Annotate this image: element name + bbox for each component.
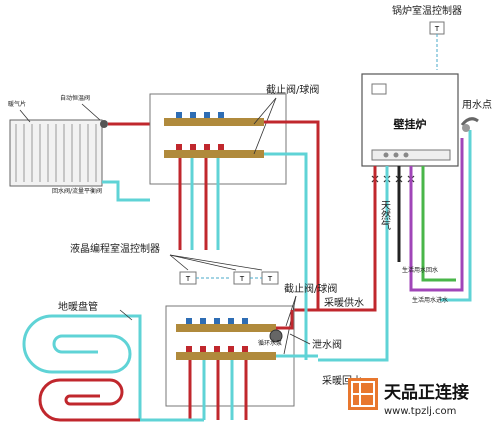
floor-coil-cold-pipe: [22, 314, 142, 420]
boiler-display: [371, 83, 387, 95]
dhw-inlet-pipe: [440, 130, 472, 302]
upper-valve-leader: [253, 97, 277, 155]
brand-logo: 天品正连接 www.tpzlj.com: [348, 378, 469, 417]
natural-gas-label: 天然气: [379, 200, 391, 230]
heating-supply-label: 采暖供水: [324, 296, 364, 309]
lcd-controller-t: T: [239, 275, 245, 283]
floor-coil-hot-pipe: [38, 378, 130, 422]
upper-manifold-return-bar: [164, 150, 264, 158]
circ-pump-label: 循环水泵: [258, 339, 282, 347]
lower-manifold-heads: [186, 318, 248, 352]
drain-valve-label: 泄水阀: [312, 338, 342, 351]
boiler-valves: [371, 175, 415, 183]
upper-manifold-return-link: [264, 152, 308, 360]
circulation-pump-icon: [269, 329, 283, 343]
radiator-fins: [15, 124, 97, 182]
lower-manifold-supply-bar: [176, 324, 276, 332]
boiler-bottom-panel: [371, 149, 451, 161]
water-point-label: 用水点: [462, 99, 492, 111]
thermostat-valve-icon: [100, 120, 108, 128]
lcd-controller-t: T: [185, 275, 191, 283]
boiler-knob: [403, 152, 409, 158]
boiler-controller-t: T: [434, 25, 440, 33]
lcd-controllers: 液晶编程室温控制器 T T T: [70, 242, 279, 285]
radiator-leader: [19, 109, 31, 123]
thermostat-valve-leader: [81, 103, 101, 121]
lower-manifold-return-bar: [176, 352, 276, 360]
wall-boiler: 壁挂炉: [361, 73, 459, 167]
radiator-return-pipe: [102, 180, 150, 202]
upper-manifold-supply-link: [264, 120, 320, 310]
upper-valve-label: 截止阀/球阀: [266, 83, 319, 96]
brand-name: 天品正连接: [384, 382, 469, 403]
lcd-controller-t: T: [267, 275, 273, 283]
return-balance-label: 回水阀/流量平衡阀: [52, 187, 102, 195]
dhw-return-label: 生活用水回水: [402, 266, 438, 274]
lower-manifold: 循环水泵: [165, 305, 295, 407]
upper-manifold-heads: [176, 112, 224, 150]
boiler-controller-label: 锅炉室温控制器: [392, 4, 462, 17]
dhw-supply-label: 生活用水进水: [412, 296, 448, 304]
tap-icon: [460, 117, 479, 126]
upper-manifold-supply-bar: [164, 118, 264, 126]
dhw-return-pipe: [421, 166, 456, 282]
dhw-supply-pipe: [409, 138, 464, 292]
radiator: 暖气片 自动恒温阀 回水阀/流量平衡阀: [8, 94, 108, 195]
riser-pipes: [178, 158, 220, 250]
boiler-knob: [383, 152, 389, 158]
thermostat-valve-label: 自动恒温阀: [60, 94, 90, 102]
heating-return-pipe: [318, 166, 389, 362]
brand-url: www.tpzlj.com: [384, 406, 456, 417]
boiler-knob: [393, 152, 399, 158]
upper-valve-leader: [253, 97, 277, 125]
boiler-room-controller: T 锅炉室温控制器: [392, 4, 462, 70]
wall-boiler-label: 壁挂炉: [394, 117, 427, 131]
lower-valve-label: 截止阀/球阀: [284, 282, 337, 295]
lower-outlet-pipes: [188, 360, 248, 420]
water-point: 用水点: [460, 99, 492, 132]
lcd-controller-label: 液晶编程室温控制器: [70, 242, 160, 255]
lower-supply-link: [276, 310, 294, 330]
floor-coil-label: 地暖盘管: [58, 300, 98, 313]
tap-handle: [462, 124, 470, 132]
floor-coil: 地暖盘管: [22, 300, 142, 422]
radiator-label: 暖气片: [8, 100, 26, 108]
heating-supply-pipe: [292, 166, 377, 312]
